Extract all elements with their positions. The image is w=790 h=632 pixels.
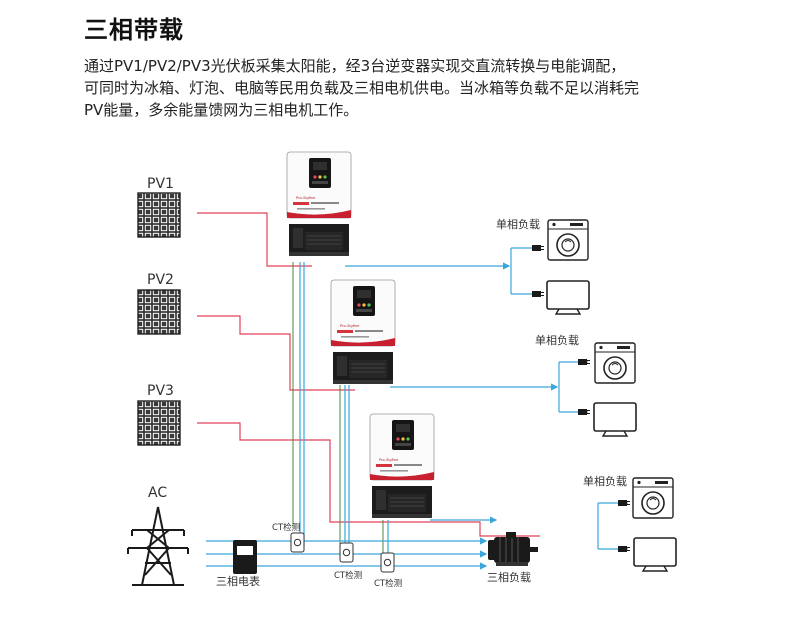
inverter-brand: Pro-Sigfine <box>379 458 399 462</box>
load-label: 单相负载 <box>583 474 627 488</box>
ct-wires <box>292 262 384 553</box>
single-phase-load-3: 单相负载 <box>583 474 677 572</box>
single-phase-load-1: 单相负载 <box>496 217 590 315</box>
load-label: 单相负载 <box>496 217 540 231</box>
three-phase-load-label: 三相负载 <box>487 570 531 584</box>
inverter-1: Pro-Sigfine <box>286 151 352 257</box>
pv2-label: PV2 <box>147 272 174 288</box>
pv1-line <box>197 212 312 267</box>
pv2-line <box>197 315 355 391</box>
single-phase-load-2: 单相负载 <box>535 333 637 437</box>
three-phase-load: 三相负载 <box>487 532 538 584</box>
description-line-1: 通过PV1/PV2/PV3光伏板采集太阳能，经3台逆变器实现交直流转换与电能调配… <box>84 57 626 75</box>
ct-sensor-icon <box>380 552 395 573</box>
tv-icon <box>633 537 677 572</box>
ac-label: AC <box>148 485 167 501</box>
motor-icon <box>488 532 538 566</box>
ac-output-lines <box>345 262 559 524</box>
ct-label: CT检测 <box>272 522 300 533</box>
meter-icon <box>233 540 257 574</box>
ct-sensor-1: CT检测 <box>272 522 305 553</box>
ct-label: CT检测 <box>374 578 402 589</box>
pv2: PV2 <box>137 272 181 335</box>
ct-sensor-2: CT检测 <box>334 542 362 581</box>
inverter-brand: Pro-Sigfine <box>296 196 316 200</box>
inverter-3: Pro-Sigfine <box>369 413 435 519</box>
pv3-line <box>197 422 540 537</box>
ct-sensor-icon <box>290 532 305 553</box>
pv3: PV3 <box>137 383 181 446</box>
ac-grid: AC <box>127 485 189 586</box>
three-phase-meter: 三相电表 <box>216 540 260 588</box>
ct-sensor-3: CT检测 <box>374 552 402 589</box>
description: 通过PV1/PV2/PV3光伏板采集太阳能，经3台逆变器实现交直流转换与电能调配… <box>84 55 704 121</box>
description-line-2: 可同时为冰箱、灯泡、电脑等民用负载及三相电机供电。当冰箱等负载不足以消耗完 <box>84 79 640 97</box>
solar-panel-icon <box>137 400 181 446</box>
power-tower-icon <box>127 506 189 586</box>
solar-panel-icon <box>137 192 181 238</box>
pv1: PV1 <box>137 176 181 238</box>
load-label: 单相负载 <box>535 333 579 347</box>
washing-machine-icon <box>632 477 674 519</box>
ct-label: CT检测 <box>334 570 362 581</box>
washing-machine-icon <box>594 342 636 384</box>
ct-sensor-icon <box>339 542 354 563</box>
pv-dc-lines <box>197 212 540 537</box>
tv-icon <box>546 280 590 315</box>
meter-label: 三相电表 <box>216 574 260 588</box>
tv-icon <box>593 402 637 437</box>
solar-panel-icon <box>137 289 181 335</box>
washing-machine-icon <box>547 219 589 261</box>
page-title: 三相带载 <box>84 16 184 44</box>
description-line-3: PV能量，多余能量馈网为三相电机工作。 <box>84 101 359 119</box>
grid-feeders <box>299 262 389 562</box>
pv3-label: PV3 <box>147 383 174 399</box>
inverter-brand: Pro-Sigfine <box>340 324 360 328</box>
pv1-label: PV1 <box>147 176 174 192</box>
inverter-2: Pro-Sigfine <box>330 279 396 385</box>
